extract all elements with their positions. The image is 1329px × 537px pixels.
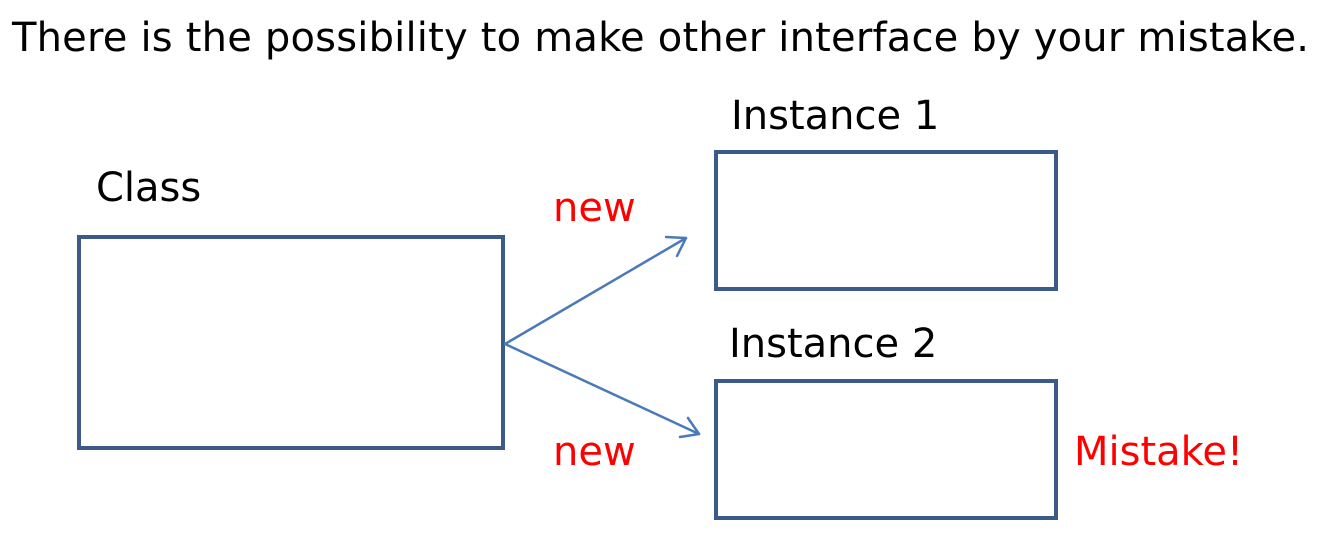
arrow-2-label: new	[553, 429, 636, 475]
instance-2-box	[714, 379, 1058, 520]
arrow-1-head	[664, 235, 688, 258]
class-label: Class	[96, 165, 202, 211]
diagram-heading: There is the possibility to make other i…	[12, 15, 1310, 61]
mistake-label: Mistake!	[1074, 429, 1244, 475]
arrow-1-label: new	[553, 185, 636, 231]
instance-1-label: Instance 1	[731, 93, 940, 139]
instance-2-label: Instance 2	[729, 321, 938, 367]
instance-1-box	[714, 150, 1058, 291]
arrow-2-head	[678, 416, 701, 439]
class-box	[77, 235, 505, 450]
arrow-to-instance-2	[503, 342, 701, 436]
arrow-to-instance-1	[503, 236, 688, 346]
